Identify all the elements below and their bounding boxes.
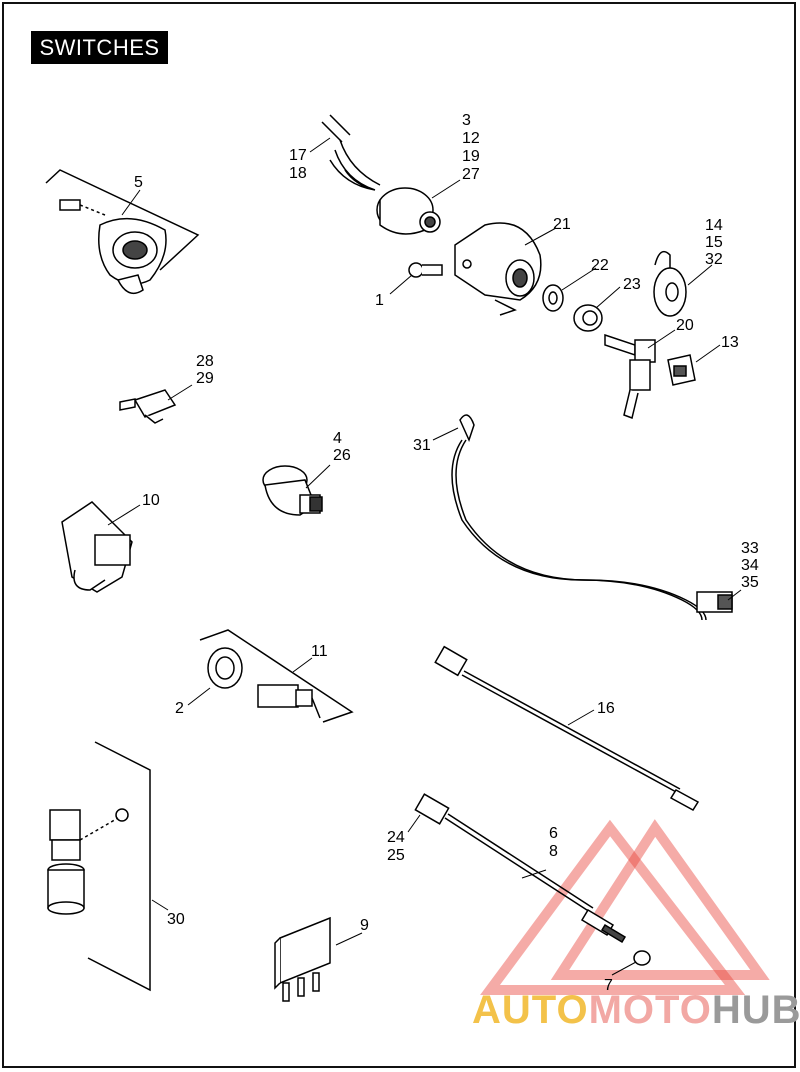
- leader-lines: [107, 137, 742, 976]
- part-2-seal-ring-icon: [207, 647, 243, 689]
- part-7-o-ring-icon: [633, 950, 651, 966]
- part-10-sensor-icon: [61, 501, 133, 593]
- callout-12: 12: [462, 130, 480, 147]
- callout-5: 5: [134, 174, 143, 191]
- callout-14: 14: [705, 217, 723, 234]
- part-23-nut-icon: [573, 304, 603, 332]
- callout-8: 8: [549, 843, 558, 860]
- callouts: 5 17 18 3 12 19 27 1 21 22 23 14 15 32 2…: [134, 112, 759, 994]
- watermark-part3: HUB: [711, 988, 800, 1032]
- watermark-text: AUTOMOTOHUB: [472, 988, 800, 1033]
- callout-32: 32: [705, 251, 723, 268]
- callout-29: 29: [196, 370, 214, 387]
- part-14-key-fob-icon: [653, 250, 687, 317]
- callout-1: 1: [375, 292, 384, 309]
- callout-30: 30: [167, 911, 185, 928]
- part-1-screw-icon: [408, 262, 443, 278]
- callout-16: 16: [597, 700, 615, 717]
- callout-9: 9: [360, 917, 369, 934]
- callout-18: 18: [289, 165, 307, 182]
- callout-21: 21: [553, 216, 571, 233]
- callout-4: 4: [333, 430, 342, 447]
- callout-34: 34: [741, 557, 759, 574]
- part-31-cable-icon: [451, 414, 733, 621]
- part-6-sensor-cable-icon: [414, 793, 627, 944]
- callout-26: 26: [333, 447, 351, 464]
- callout-6: 6: [549, 825, 558, 842]
- part-30-switch-icon: [47, 741, 151, 992]
- callout-35: 35: [741, 574, 759, 591]
- part-21-switch-housing-icon: [454, 222, 542, 316]
- callout-15: 15: [705, 234, 723, 251]
- callout-19: 19: [462, 148, 480, 165]
- callout-31: 31: [413, 437, 431, 454]
- part-11-switch-icon: [199, 629, 354, 723]
- watermark-part1: AUTO: [472, 988, 589, 1032]
- part-13-tag-icon: [667, 354, 696, 386]
- callout-17: 17: [289, 147, 307, 164]
- part-9-relay-icon: [274, 916, 331, 1002]
- callout-7: 7: [604, 977, 613, 994]
- callout-22: 22: [591, 257, 609, 274]
- part-5-sensor-icon: [45, 169, 200, 295]
- watermark-part2: MOTO: [588, 988, 712, 1032]
- callout-13: 13: [721, 334, 739, 351]
- callout-28: 28: [196, 353, 214, 370]
- page-title: SWITCHES: [31, 31, 168, 64]
- callout-20: 20: [676, 317, 694, 334]
- part-4-pressure-switch-icon: [262, 465, 323, 516]
- callout-3: 3: [462, 112, 471, 129]
- part-22-washer-icon: [542, 284, 564, 312]
- callout-24: 24: [387, 829, 405, 846]
- callout-33: 33: [741, 540, 759, 557]
- part-17-ignition-switch-icon: [321, 114, 441, 235]
- callout-25: 25: [387, 847, 405, 864]
- callout-10: 10: [142, 492, 160, 509]
- callout-27: 27: [462, 166, 480, 183]
- part-16-cable-icon: [434, 645, 700, 811]
- callout-23: 23: [623, 276, 641, 293]
- callout-11: 11: [311, 643, 328, 660]
- callout-2: 2: [175, 700, 184, 717]
- part-28-fuse-icon: [119, 389, 177, 424]
- watermark-logo-icon: [480, 819, 770, 995]
- part-20-keys-icon: [604, 333, 656, 420]
